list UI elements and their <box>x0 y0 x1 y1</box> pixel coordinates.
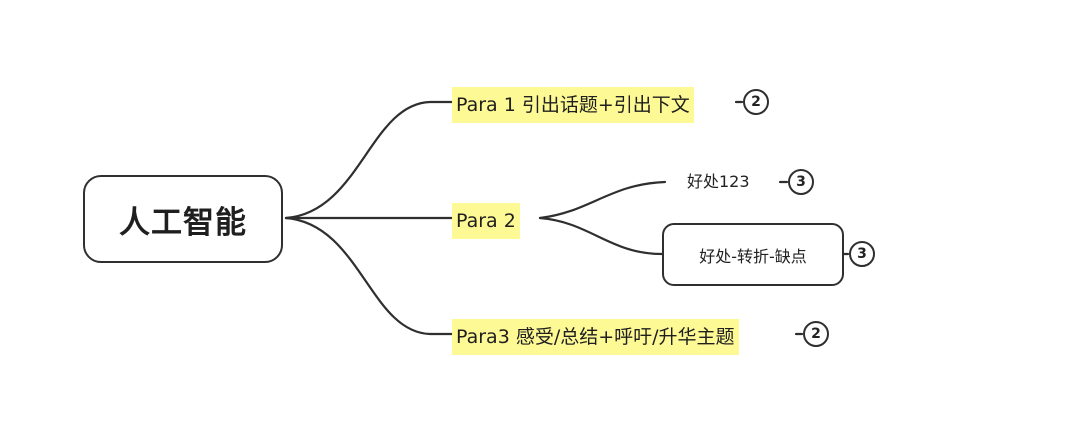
badge-para3-count: 2 <box>811 326 821 342</box>
badge-sub-benefits-count: 3 <box>796 174 806 190</box>
sub-branch-benefits-turn-drawbacks-label: 好处-转折-缺点 <box>699 246 807 266</box>
connector-para2-sub2 <box>538 216 664 256</box>
root-node[interactable]: 人工智能 <box>83 175 283 263</box>
root-node-label: 人工智能 <box>119 204 247 241</box>
sub-branch-benefits-turn-drawbacks[interactable]: 好处-转折-缺点 <box>662 223 844 286</box>
branch-para3-label: Para3 感受/总结+呼吁/升华主题 <box>456 326 735 348</box>
badge-sub-benefits: 3 <box>788 169 814 195</box>
connector-root-para3 <box>284 216 454 336</box>
sub-branch-benefits-label: 好处123 <box>687 172 750 191</box>
branch-para2-label: Para 2 <box>456 210 516 232</box>
badge-para1-count: 2 <box>751 94 761 110</box>
sub-branch-benefits[interactable]: 好处123 <box>687 171 750 193</box>
badge-para1: 2 <box>743 89 769 115</box>
connector-para2-sub1 <box>538 180 667 220</box>
badge-sub-benefits-turn-drawbacks-count: 3 <box>857 246 867 262</box>
branch-para1-label: Para 1 引出话题+引出下文 <box>456 94 690 116</box>
branch-para3[interactable]: Para3 感受/总结+呼吁/升华主题 <box>452 319 739 355</box>
connector-root-para1 <box>284 100 454 220</box>
badge-para3: 2 <box>803 321 829 347</box>
branch-para1[interactable]: Para 1 引出话题+引出下文 <box>452 87 694 123</box>
branch-para2[interactable]: Para 2 <box>452 203 520 239</box>
badge-sub-benefits-turn-drawbacks: 3 <box>849 241 875 267</box>
